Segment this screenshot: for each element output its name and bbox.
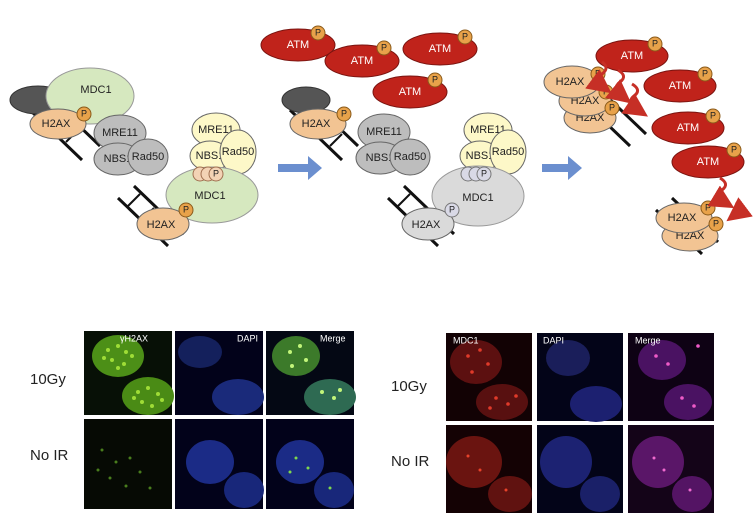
channel-label-dapi-right: DAPI	[543, 335, 564, 345]
phospho-label: P	[81, 108, 87, 118]
svg-text:ATM: ATM	[287, 39, 309, 51]
svg-text:H2AX: H2AX	[668, 212, 697, 224]
row-label-no-ir-right: No IR	[391, 453, 430, 470]
micrograph-grid-right: 10Gy No IR MDC1 DAPI Merge	[391, 333, 714, 513]
image-gh2ax-no-ir	[84, 419, 172, 509]
panel-1-initial-recruitment: MDC1 H2AX P MRE11 NBS1 Rad50 MRE11 NBS1 …	[9, 67, 259, 248]
svg-text:MRE11: MRE11	[366, 126, 402, 138]
svg-text:ATM: ATM	[669, 80, 691, 92]
svg-text:Rad50: Rad50	[394, 151, 426, 163]
row-label-no-ir: No IR	[30, 447, 69, 464]
svg-text:Rad50: Rad50	[492, 146, 524, 158]
svg-text:MDC1: MDC1	[462, 192, 493, 204]
mrn-complex-yellow: MRE11 NBS1 Rad50	[189, 112, 257, 175]
svg-text:Rad50: Rad50	[222, 146, 254, 158]
svg-text:P: P	[652, 38, 658, 48]
panel-2-atm-recruitment: ATM P ATM P ATM P ATM P H2AX P MRE11 NBS…	[260, 25, 527, 248]
mdc1-label-lower: MDC1	[194, 190, 225, 202]
channel-label-mdc1: MDC1	[453, 335, 479, 345]
svg-text:ATM: ATM	[351, 55, 373, 67]
svg-text:MRE11: MRE11	[470, 124, 506, 136]
svg-text:Rad50: Rad50	[132, 151, 164, 163]
svg-text:H2AX: H2AX	[302, 118, 331, 130]
mdc1-label: MDC1	[80, 84, 111, 96]
svg-text:P: P	[481, 168, 487, 178]
micrograph-grid-left: 10Gy No IR γH2AX DAPI Merge	[30, 331, 356, 509]
phospho-p	[208, 166, 224, 182]
svg-text:H2AX: H2AX	[147, 219, 176, 231]
h2ax-protein	[29, 108, 87, 140]
svg-text:P: P	[183, 204, 189, 214]
svg-text:ATM: ATM	[621, 50, 643, 62]
svg-text:P: P	[341, 108, 347, 118]
svg-text:ATM: ATM	[429, 43, 451, 55]
svg-text:P: P	[213, 168, 219, 178]
svg-text:P: P	[381, 42, 387, 52]
svg-text:NBS1: NBS1	[466, 150, 495, 162]
h2ax-label: H2AX	[42, 118, 71, 130]
channel-label-merge-right: Merge	[635, 335, 661, 345]
h2ax-protein-lower	[136, 207, 190, 241]
svg-text:NBS1: NBS1	[196, 150, 225, 162]
svg-text:ATM: ATM	[677, 122, 699, 134]
phosphorylation-arrows	[585, 60, 753, 222]
svg-text:ATM: ATM	[399, 86, 421, 98]
mrn-complex-gray: MRE11 NBS1 Rad50	[93, 114, 169, 176]
svg-text:P: P	[449, 204, 455, 214]
svg-text:P: P	[710, 110, 716, 120]
svg-text:P: P	[702, 68, 708, 78]
atm-cluster: ATM P ATM P ATM P ATM P	[260, 25, 478, 109]
svg-text:P: P	[462, 31, 468, 41]
svg-text:NBS1: NBS1	[104, 153, 133, 165]
phospho-p	[76, 106, 92, 122]
svg-text:P: P	[432, 74, 438, 84]
row-label-10gy-right: 10Gy	[391, 378, 427, 395]
svg-text:P: P	[705, 202, 711, 212]
svg-text:P: P	[609, 102, 615, 112]
svg-text:NBS1: NBS1	[366, 152, 395, 164]
panel-3-signal-amplification: ATM P ATM P ATM P ATM P H2AX H2AX H2AX P…	[543, 36, 753, 256]
channel-label-dapi: DAPI	[237, 333, 258, 343]
transition-arrow-1	[278, 156, 322, 180]
svg-text:H2AX: H2AX	[412, 219, 441, 231]
svg-text:P: P	[603, 86, 609, 96]
svg-text:MRE11: MRE11	[198, 124, 234, 136]
svg-text:H2AX: H2AX	[556, 76, 585, 88]
svg-text:MRE11: MRE11	[102, 127, 138, 139]
svg-text:P: P	[731, 144, 737, 154]
row-label-10gy: 10Gy	[30, 371, 66, 388]
svg-text:P: P	[315, 27, 321, 37]
svg-text:P: P	[713, 218, 719, 228]
channel-label-gh2ax: γH2AX	[120, 333, 148, 343]
channel-label-merge: Merge	[320, 333, 346, 343]
svg-text:ATM: ATM	[697, 156, 719, 168]
transition-arrow-2	[542, 156, 582, 180]
